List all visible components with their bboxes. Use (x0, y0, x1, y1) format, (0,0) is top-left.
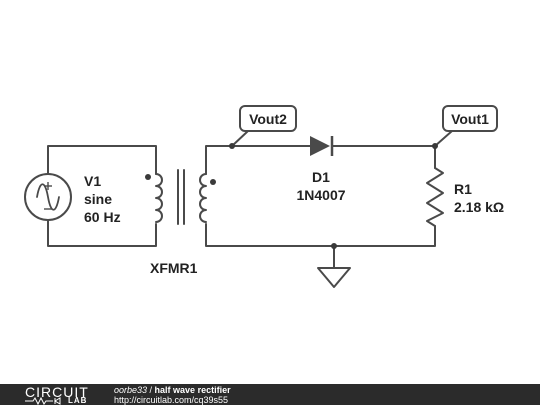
wire-primary-bottom (47, 219, 157, 247)
circuitlab-logo-lab: LAB (68, 396, 88, 405)
footer-bar (0, 384, 540, 405)
r1-name: R1 (454, 181, 472, 197)
d1-part: 1N4007 (296, 187, 345, 203)
secondary-coil (199, 173, 207, 223)
author-link[interactable]: oorbe33 (114, 385, 148, 395)
primary-polarity-dot (145, 174, 151, 180)
resistor-r1 (426, 167, 444, 227)
probe-vout1-label: Vout1 (451, 111, 489, 127)
circuit-schematic: Vout2 Vout1 V1 sine 60 Hz XFMR1 D1 1N400… (24, 105, 504, 288)
secondary-polarity-dot (210, 179, 216, 185)
xfmr-name: XFMR1 (150, 260, 198, 276)
v1-type: sine (84, 191, 112, 207)
circuit-title: half wave rectifier (154, 385, 231, 395)
junction-vout2 (229, 143, 235, 149)
wire-diode-to-r1 (331, 145, 436, 169)
probe-vout2-leader (231, 130, 249, 147)
diode-d1 (310, 136, 330, 156)
probe-vout2-box (239, 105, 297, 132)
sine-wave-icon (36, 183, 60, 211)
title-separator: / (147, 385, 155, 395)
r1-value: 2.18 kΩ (454, 199, 504, 215)
ground-symbol (317, 267, 351, 288)
v1-freq: 60 Hz (84, 209, 121, 225)
d1-name: D1 (312, 169, 330, 185)
logo-wave-icon (25, 397, 61, 405)
probe-vout1-box (442, 105, 498, 132)
probe-vout2-label: Vout2 (249, 111, 287, 127)
primary-coil (155, 173, 163, 223)
junction-vout1 (432, 143, 438, 149)
v1-name: V1 (84, 173, 101, 189)
probe-vout1-leader (434, 130, 453, 147)
circuitlab-logo[interactable]: CIRCUIT (25, 384, 89, 400)
circuit-url[interactable]: http://circuitlab.com/cq39s55 (114, 395, 229, 405)
footer-title-line: oorbe33 / half wave rectifier (114, 385, 231, 395)
wire-secondary-top (205, 145, 311, 175)
junction-ground (331, 243, 337, 249)
source-v1 (24, 173, 72, 221)
wire-primary-top (47, 145, 157, 175)
wire-bottom-return (205, 223, 436, 247)
